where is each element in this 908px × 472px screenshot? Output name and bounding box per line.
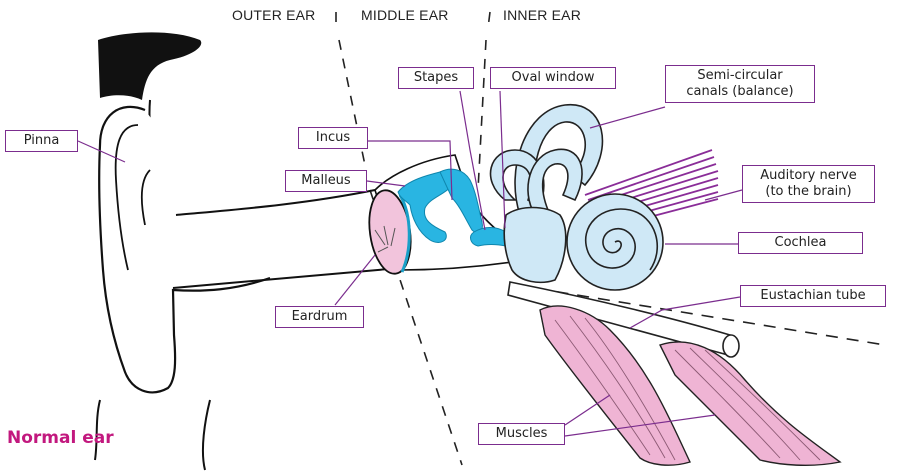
semicircular-line-1: Semi-circular <box>672 68 808 84</box>
malleus-callout: Malleus <box>285 170 367 192</box>
hair-shape <box>98 32 201 100</box>
inner-ear-label: INNER EAR <box>503 7 581 23</box>
diagram-title: Normal ear <box>7 428 114 448</box>
auditory-line-2: (to the brain) <box>749 184 868 200</box>
auditory-line-1: Auditory nerve <box>749 168 868 184</box>
eardrum-callout: Eardrum <box>275 306 364 328</box>
vestibule <box>504 208 566 283</box>
eustachian-tube-opening <box>723 335 739 357</box>
middle-ear-label: MIDDLE EAR <box>361 7 449 23</box>
middle-inner-divider <box>478 12 490 190</box>
stapes-callout: Stapes <box>398 67 474 89</box>
semicircular-canals-callout: Semi-circular canals (balance) <box>665 65 815 103</box>
eustachian-tube-callout: Eustachian tube <box>740 285 886 307</box>
semicircular-line-2: canals (balance) <box>672 84 808 100</box>
semicircular-canals <box>491 105 603 215</box>
incus-callout: Incus <box>298 127 368 149</box>
pinna-shape <box>99 107 270 392</box>
oval-window-callout: Oval window <box>490 67 616 89</box>
outer-ear-label: OUTER EAR <box>232 7 315 23</box>
cochlea-callout: Cochlea <box>738 232 863 254</box>
muscles-callout: Muscles <box>478 423 565 445</box>
pinna-callout: Pinna <box>5 130 78 152</box>
auditory-nerve-callout: Auditory nerve (to the brain) <box>742 165 875 203</box>
